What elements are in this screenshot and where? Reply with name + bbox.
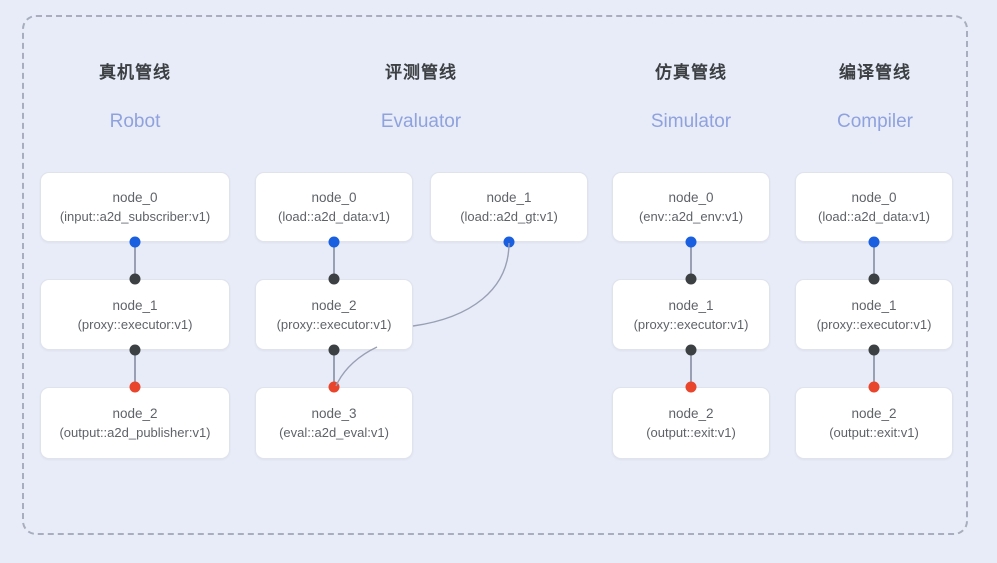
column-title-en-compiler: Compiler [836, 111, 914, 132]
node-spec: (proxy::executor:v1) [276, 316, 392, 332]
column-title-en-evaluator: Evaluator [380, 111, 462, 132]
node-spec: (proxy::executor:v1) [77, 316, 193, 332]
node-name: node_0 [311, 190, 357, 205]
node-card-compiler-2[interactable]: node_2 (output::exit:v1) [795, 387, 953, 459]
edge-robot-1-2 [134, 350, 136, 387]
node-name: node_1 [486, 190, 532, 205]
node-name: node_2 [851, 406, 897, 421]
node-spec: (input::a2d_subscriber:v1) [59, 209, 211, 224]
node-card-robot-0[interactable]: node_0 (input::a2d_subscriber:v1) [40, 172, 230, 242]
port-output-compiler-0[interactable] [868, 236, 880, 248]
node-card-robot-1[interactable]: node_1 (proxy::executor:v1) [40, 279, 230, 350]
column-header-evaluator: 评测管线 Evaluator [331, 62, 511, 134]
node-spec: (proxy::executor:v1) [816, 316, 932, 332]
node-card-compiler-1[interactable]: node_1 (proxy::executor:v1) [795, 279, 953, 350]
port-input-compiler-1[interactable] [868, 273, 880, 285]
column-title-en-robot: Robot [109, 111, 161, 132]
node-spec: (eval::a2d_eval:v1) [279, 425, 389, 440]
edge-simulator-1-2 [690, 350, 692, 387]
node-card-evaluator-gt[interactable]: node_1 (load::a2d_gt:v1) [430, 172, 588, 242]
node-spec: (load::a2d_gt:v1) [460, 209, 558, 224]
port-output-compiler-1[interactable] [868, 344, 880, 356]
node-name: node_3 [311, 406, 357, 421]
edge-robot-0-1 [134, 242, 136, 279]
node-card-evaluator-0[interactable]: node_0 (load::a2d_data:v1) [255, 172, 413, 242]
node-card-simulator-1[interactable]: node_1 (proxy::executor:v1) [612, 279, 770, 350]
node-name: node_2 [112, 406, 158, 421]
node-spec: (load::a2d_data:v1) [817, 209, 931, 224]
edge-evaluator-2-3 [333, 350, 335, 387]
node-name: node_0 [112, 190, 158, 205]
column-title-cn-simulator: 仿真管线 [655, 63, 727, 82]
port-input-robot-1[interactable] [129, 273, 141, 285]
column-title-cn-compiler: 编译管线 [839, 63, 911, 82]
port-output-simulator-1[interactable] [685, 344, 697, 356]
port-output-evaluator-0[interactable] [328, 236, 340, 248]
column-header-robot: 真机管线 Robot [45, 62, 225, 134]
port-input-compiler-2[interactable] [868, 381, 880, 393]
node-name: node_0 [851, 190, 897, 205]
node-name: node_1 [668, 297, 714, 313]
column-header-compiler: 编译管线 Compiler [785, 62, 965, 134]
port-output-robot-1[interactable] [129, 344, 141, 356]
port-input-simulator-1[interactable] [685, 273, 697, 285]
node-name: node_2 [668, 406, 714, 421]
node-name: node_2 [311, 297, 357, 313]
node-card-evaluator-2[interactable]: node_2 (proxy::executor:v1) [255, 279, 413, 350]
pipeline-panel-dashed-border [22, 15, 968, 535]
node-name: node_1 [112, 297, 158, 313]
port-input-simulator-2[interactable] [685, 381, 697, 393]
node-card-compiler-0[interactable]: node_0 (load::a2d_data:v1) [795, 172, 953, 242]
node-spec: (output::a2d_publisher:v1) [59, 425, 211, 440]
node-name: node_0 [668, 190, 714, 205]
node-card-robot-2[interactable]: node_2 (output::a2d_publisher:v1) [40, 387, 230, 459]
node-spec: (env::a2d_env:v1) [638, 209, 744, 224]
port-output-robot-0[interactable] [129, 236, 141, 248]
node-card-evaluator-3[interactable]: node_3 (eval::a2d_eval:v1) [255, 387, 413, 459]
column-title-cn-evaluator: 评测管线 [385, 63, 457, 82]
column-title-cn-robot: 真机管线 [99, 63, 171, 82]
node-spec: (load::a2d_data:v1) [277, 209, 391, 224]
node-spec: (output::exit:v1) [829, 425, 919, 440]
edge-compiler-1-2 [873, 350, 875, 387]
node-card-simulator-2[interactable]: node_2 (output::exit:v1) [612, 387, 770, 459]
column-title-en-simulator: Simulator [650, 111, 732, 132]
node-card-simulator-0[interactable]: node_0 (env::a2d_env:v1) [612, 172, 770, 242]
edge-compiler-0-1 [873, 242, 875, 279]
edge-simulator-0-1 [690, 242, 692, 279]
port-input-robot-2[interactable] [129, 381, 141, 393]
node-spec: (output::exit:v1) [646, 425, 736, 440]
port-input-evaluator-3[interactable] [328, 381, 340, 393]
port-input-evaluator-2[interactable] [328, 273, 340, 285]
port-output-simulator-0[interactable] [685, 236, 697, 248]
column-header-simulator: 仿真管线 Simulator [601, 62, 781, 134]
port-output-evaluator-gt[interactable] [503, 236, 515, 248]
port-output-evaluator-2[interactable] [328, 344, 340, 356]
edge-evaluator-0-2 [333, 242, 335, 279]
node-name: node_1 [851, 297, 897, 313]
node-spec: (proxy::executor:v1) [633, 316, 749, 332]
